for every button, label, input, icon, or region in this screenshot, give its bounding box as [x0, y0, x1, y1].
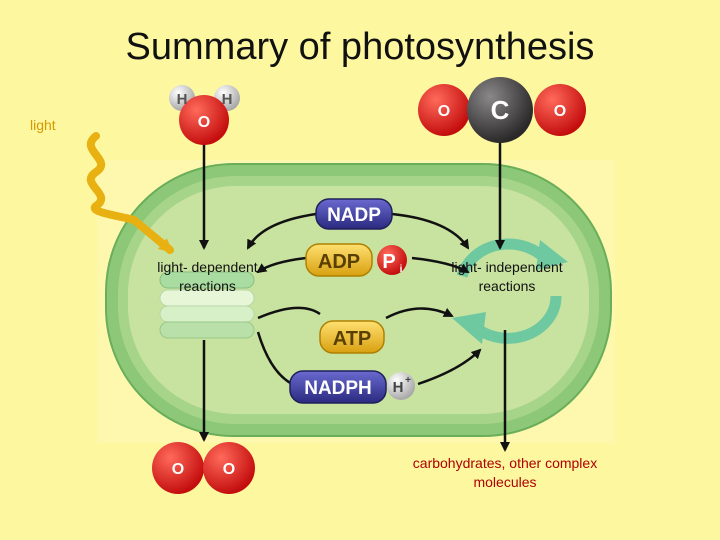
svg-text:H: H [177, 91, 188, 108]
atp-molecule: ATP [319, 320, 385, 354]
water-molecule-icon: H H O [169, 85, 240, 145]
svg-text:O: O [438, 103, 450, 120]
svg-text:O: O [172, 461, 184, 478]
carbohydrates-label: carbohydrates, other complex molecules [412, 455, 598, 490]
adp-label: ADP [318, 251, 360, 273]
svg-text:O: O [554, 103, 566, 120]
atp-to-cycle-arrow [385, 307, 454, 320]
light-label: light [30, 117, 56, 133]
nadph-label: NADPH [304, 378, 372, 399]
light-wave-icon [86, 132, 174, 254]
cycle-arrowhead-right [536, 240, 568, 270]
svg-text:O: O [223, 461, 235, 478]
phosphate-subscript: i [400, 264, 403, 275]
oxygen-molecule-icon: O O [152, 442, 255, 494]
phosphate-molecule: P i [377, 245, 407, 275]
nadp-to-light-arrow [246, 212, 317, 250]
nadph-molecule: NADPH [289, 370, 387, 404]
light-to-nadph-line [256, 331, 293, 386]
thylakoid-stack [159, 271, 255, 339]
adp-molecule: ADP [305, 243, 373, 277]
nadp-label: NADP [327, 205, 381, 226]
light-independent-label: light- independent reactions [451, 259, 563, 294]
hydrogen-ion-label: H [393, 379, 404, 396]
atp-label: ATP [333, 328, 372, 350]
nadph-to-cycle-arrow [417, 348, 482, 386]
light-dependent-label: light- dependent reactions [157, 259, 258, 294]
adp-to-light-arrow [256, 256, 307, 274]
phosphate-label: P [382, 251, 395, 273]
page-title: Summary of photosynthesis [125, 26, 595, 68]
adp-from-cycle-arrow [411, 256, 470, 274]
nadp-molecule: NADP [315, 198, 393, 230]
hydrogen-ion: H + [387, 372, 415, 400]
hydrogen-ion-superscript: + [405, 375, 411, 386]
carbon-dioxide-icon: O C O [418, 77, 586, 143]
svg-text:H: H [222, 91, 233, 108]
svg-text:O: O [198, 114, 210, 131]
light-to-atp-line [257, 306, 321, 320]
svg-text:C: C [491, 95, 510, 125]
nadp-from-cycle-arrow [391, 212, 470, 250]
cycle-arrowhead-left [452, 312, 486, 344]
